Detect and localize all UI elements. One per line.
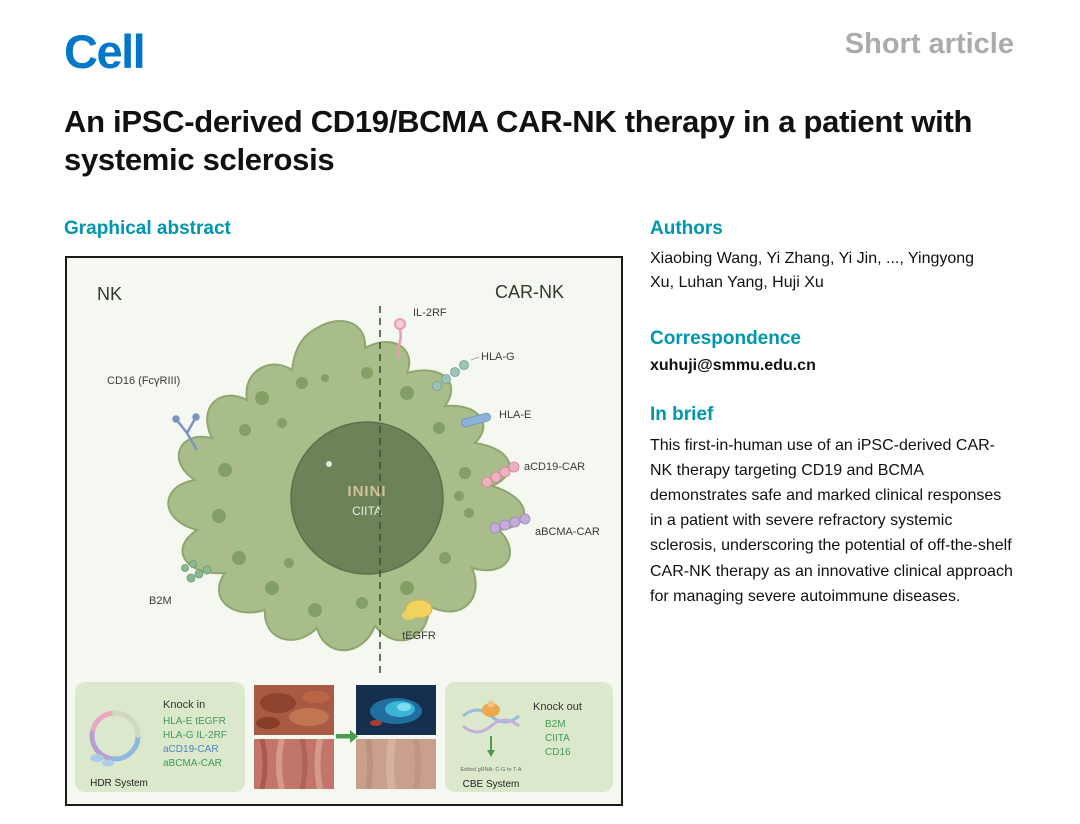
graphical-abstract-figure: NK CAR-NK ININI CIITA [65,256,623,806]
acd19-car-receptor-icon [481,461,520,488]
receptor-label-il2rf: IL-2RF [413,307,447,319]
paper-title: An iPSC-derived CD19/BCMA CAR-NK therapy… [64,104,973,178]
graphical-abstract-heading: Graphical abstract [64,218,231,239]
knock-out-title: Knock out [533,701,582,713]
knock-out-item: CIITA [545,733,570,744]
hlag-receptor-icon [432,360,469,391]
graphical-abstract-svg: NK CAR-NK ININI CIITA [75,282,613,792]
authors-list: Xiaobing Wang, Yi Zhang, Yi Jin, ..., Yi… [650,250,975,291]
receptor-label-b2m: B2M [149,595,172,607]
article-type-label: Short article [844,28,1014,60]
nk-label: NK [97,284,122,304]
receptor-label-hlae: HLA-E [499,409,531,421]
b2m-receptor-icon [181,560,212,583]
nucleus-dna-glyph: ININI [347,483,386,500]
receptor-label-tegfr: tEGFR [402,630,436,642]
arrow-right-icon [336,730,358,743]
knock-in-item: aCD19-CAR [163,744,219,755]
authors-heading: Authors [650,218,723,239]
histology-photo [254,685,334,735]
base-editor-icon [462,700,520,757]
receptor-label-hlag: HLA-G [481,351,515,363]
elastography-photo [356,685,436,735]
cd16-receptor-icon [172,413,200,451]
nucleus-ciita-label: CIITA [352,504,382,518]
correspondence-heading: Correspondence [650,328,801,349]
abcma-car-receptor-icon [489,513,531,534]
knock-in-item: aBCMA-CAR [163,758,222,769]
cbe-system-label: CBE System [463,779,520,790]
in-brief-heading: In brief [650,404,714,425]
edited-grna-note: Edited gRNA: C-G to T-A [460,767,521,773]
receptor-label-acd19car: aCD19-CAR [524,461,585,473]
in-brief-text: This first-in-human use of an iPSC-deriv… [650,437,1013,605]
knock-out-item: B2M [545,719,566,730]
nk-cell-illustration: ININI CIITA [167,306,526,673]
clinical-photos [254,685,436,789]
correspondence-email-link[interactable]: xuhuji@smmu.edu.cn [650,357,816,374]
nucleus [290,421,444,575]
nucleus-highlight [326,461,332,467]
knock-in-item: HLA-G IL-2RF [163,730,227,741]
il2rf-receptor-icon [394,318,406,359]
knock-in-title: Knock in [163,699,205,711]
hdr-system-label: HDR System [90,778,148,789]
skin-photo-before [254,739,334,789]
knock-out-item: CD16 [545,747,571,758]
plasmid-icon [89,710,141,767]
granules [212,367,474,617]
knock-out-panel: Knock out B2M CIITA CD16 Edited gRNA: C-… [445,682,613,792]
car-nk-label: CAR-NK [495,282,564,302]
journal-logo: Cell [64,25,146,78]
hlae-receptor-icon [460,412,492,428]
receptor-label-abcmacar: aBCMA-CAR [535,526,600,538]
knock-in-item: HLA-E tEGFR [163,716,226,727]
receptor-label-cd16: CD16 (FcγRIII) [107,375,180,387]
knock-in-panel: Knock in HLA-E tEGFR HLA-G IL-2RF aCD19-… [75,682,245,792]
skin-photo-after [356,739,436,789]
tegfr-icon [402,599,433,620]
receptors: IL-2RF HLA-G HLA-E [107,307,600,642]
